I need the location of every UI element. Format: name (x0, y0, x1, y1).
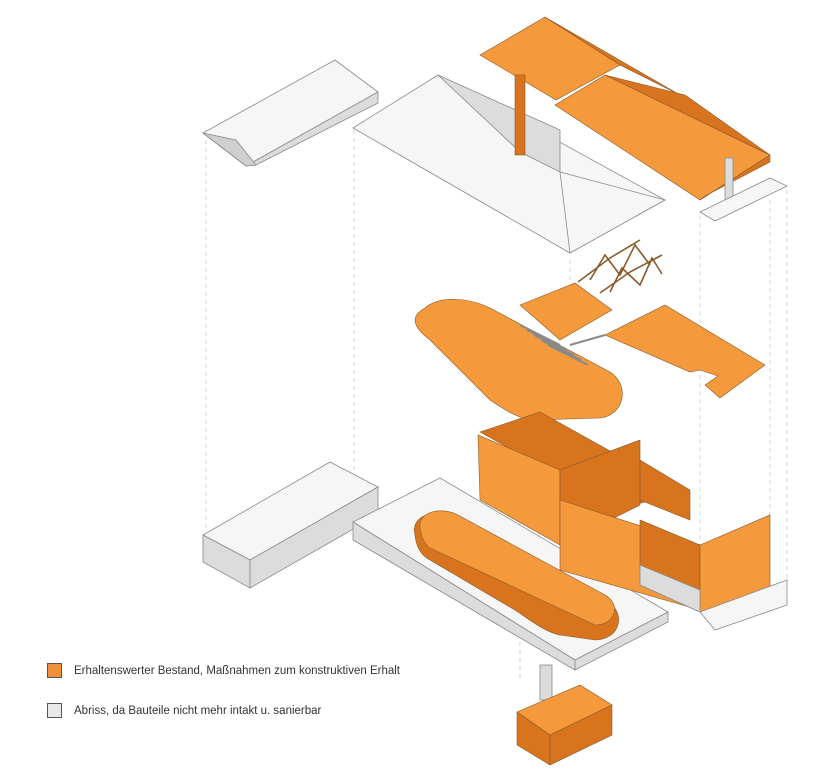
roof-trusses (577, 239, 663, 294)
building-walls-retain (477, 411, 788, 631)
legend-label-retain: Erhaltenswerter Bestand, Maßnahmen zum k… (74, 664, 400, 677)
small-roof-demolish (202, 59, 379, 167)
floor-beams (519, 324, 606, 366)
legend-swatch-demolish (47, 703, 62, 718)
legend-label-demolish: Abriss, da Bauteile nicht mehr intakt u.… (74, 704, 322, 717)
small-wall-retain (516, 664, 613, 766)
floor-slabs-retain (414, 282, 766, 421)
oval-wall-retain (414, 510, 619, 641)
small-walls-demolish (202, 461, 379, 589)
large-roof-demolish (352, 74, 667, 254)
legend-item-demolish: Abriss, da Bauteile nicht mehr intakt u.… (47, 703, 321, 718)
orange-roof-retain (479, 16, 771, 201)
legend-item-retain: Erhaltenswerter Bestand, Maßnahmen zum k… (47, 663, 400, 678)
chimney-demolish (699, 157, 788, 222)
legend-swatch-retain (47, 663, 62, 678)
